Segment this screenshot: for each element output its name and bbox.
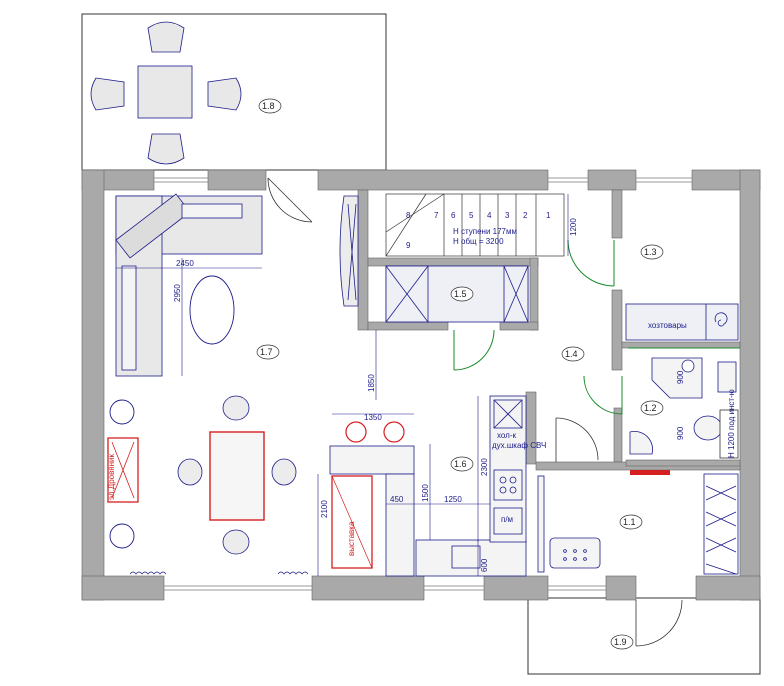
stair-step-label: 3 [505, 211, 510, 220]
kitchen-counter [415, 395, 527, 577]
round-stools [109, 399, 135, 549]
stair-step-label: 5 [469, 211, 474, 220]
dimension-label: 1500 [421, 484, 430, 502]
dimension-label: 1200 [569, 218, 578, 236]
bar-stools [345, 421, 405, 443]
stair-total-height: Н общ = 3200 [453, 237, 504, 246]
stair-step-label: 4 [487, 211, 492, 220]
dimension-label: 1350 [364, 413, 382, 422]
bathroom-fixtures [629, 357, 739, 459]
coffee-table [189, 275, 235, 345]
dimension-label: 1250 [444, 495, 462, 504]
sign-label: выставка [347, 521, 356, 556]
hall-fixtures [537, 475, 601, 573]
room-label: 1.4 [565, 349, 578, 359]
room-label: 1.8 [262, 101, 275, 111]
fridge-label: хол-к [497, 431, 517, 440]
room-label: 1.3 [644, 247, 657, 257]
stairs [385, 193, 565, 257]
windows [154, 177, 692, 591]
room-tags [256, 98, 664, 650]
dimension-label: 2450 [176, 259, 194, 268]
stair-step-label: 2 [523, 211, 528, 220]
dimension-label: 450 [390, 495, 404, 504]
stair-step-height: Н ступени 177мм [453, 227, 517, 236]
stair-step-label: 1 [546, 211, 551, 220]
room-label: 1.9 [614, 637, 627, 647]
room-label: 1.1 [623, 517, 636, 527]
dimension-label: 2100 [320, 500, 329, 518]
threshold-strip [630, 470, 670, 475]
kitchen-island [329, 445, 415, 577]
stair-step-label: 6 [451, 211, 456, 220]
dimension-lines [116, 194, 569, 576]
dimension-label: 1850 [367, 374, 376, 392]
dimension-label: 2950 [173, 284, 182, 302]
fireplace-side-label: эл.Дровяник [107, 454, 116, 500]
dining-set [177, 395, 297, 555]
heater-label: Н 1200 под инст-ю [727, 389, 736, 458]
dining-chair [222, 529, 250, 555]
dishwasher-label: п/м [501, 515, 513, 524]
outdoor-chair-bottom [147, 133, 185, 165]
tv-stand [339, 195, 359, 307]
dimension-label: 2300 [480, 458, 489, 476]
terrace-dining-set [90, 21, 242, 165]
outdoor-chair-right [207, 77, 242, 111]
dimension-label: 600 [480, 558, 489, 572]
coat-rack [703, 473, 739, 575]
radiators [129, 571, 309, 575]
terrace-bottom [527, 597, 761, 675]
dimension-label: 900 [676, 370, 685, 384]
room-label: 1.2 [644, 403, 657, 413]
oven-cabinet-label: дух.шкаф СВЧ [492, 441, 546, 450]
room-label: 1.5 [454, 289, 467, 299]
sofa [115, 193, 263, 377]
stair-step-label: 7 [434, 211, 439, 220]
dimension-label: 900 [676, 426, 685, 440]
dining-chair [222, 395, 250, 421]
storage-shelf [625, 303, 739, 341]
fireplace [107, 437, 139, 503]
outdoor-chair-top [147, 21, 185, 53]
dining-table [209, 431, 265, 521]
exterior-walls [81, 169, 761, 601]
outdoor-chair-left [90, 77, 125, 111]
stair-step-label: 8 [406, 211, 411, 220]
doors-green [453, 239, 740, 415]
room-label: 1.6 [454, 459, 467, 469]
outdoor-table [137, 65, 193, 119]
dining-chair [177, 458, 203, 486]
dining-chair [271, 458, 297, 486]
doors-black [267, 177, 683, 647]
storage-label: хозтовары [648, 321, 687, 330]
stair-step-label: 9 [406, 241, 411, 250]
room-label: 1.7 [260, 347, 273, 357]
